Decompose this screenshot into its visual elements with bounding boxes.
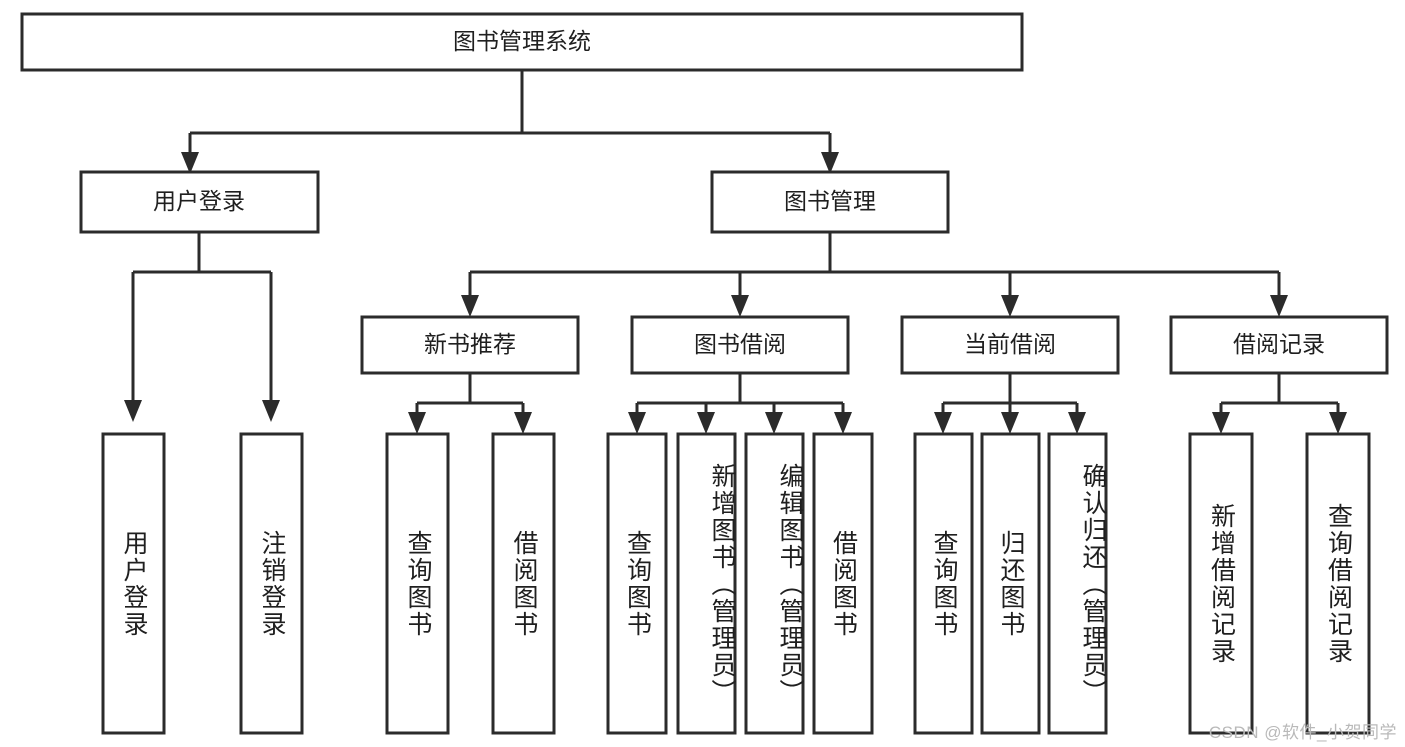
leaf-box[interactable] <box>1188 432 1254 735</box>
arrowhead-icon <box>834 412 852 434</box>
connector-root-to-level2 <box>181 70 839 174</box>
leaf-box[interactable] <box>744 432 805 735</box>
arrowhead-icon <box>1329 412 1347 434</box>
arrowhead-icon <box>697 412 715 434</box>
connector-borrowrecord-to-leaves <box>1212 373 1347 434</box>
connector-bookborrow-to-leaves <box>628 373 852 434</box>
arrowhead-icon <box>181 152 199 174</box>
leaf-box[interactable] <box>676 432 737 735</box>
leaf-box[interactable] <box>1305 432 1371 735</box>
leaf-boxes-borrow-record <box>1188 432 1371 735</box>
leaf-box[interactable] <box>491 432 556 735</box>
arrowhead-icon <box>765 412 783 434</box>
connector-currentborrow-to-leaves <box>934 373 1086 434</box>
node-current-borrow[interactable]: 当前借阅 <box>900 315 1120 375</box>
arrowhead-icon <box>1212 412 1230 434</box>
leaf-box[interactable] <box>239 432 304 735</box>
arrowhead-icon <box>514 412 532 434</box>
node-user-login-label: 用户登录 <box>153 188 245 214</box>
arrowhead-icon <box>1001 412 1019 434</box>
node-book-borrow[interactable]: 图书借阅 <box>630 315 850 375</box>
watermark: CSDN @软件_小贺同学 <box>1208 723 1397 742</box>
arrowhead-icon <box>1068 412 1086 434</box>
node-user-login[interactable]: 用户登录 <box>79 170 320 234</box>
arrowhead-icon <box>628 412 646 434</box>
arrowhead-icon <box>461 295 479 317</box>
arrowhead-icon <box>934 412 952 434</box>
arrowhead-icon <box>262 400 280 422</box>
leaf-box[interactable] <box>101 432 166 735</box>
node-new-book-recommend-label: 新书推荐 <box>424 331 516 357</box>
node-current-borrow-label: 当前借阅 <box>964 331 1056 357</box>
leaf-boxes-new-book-recommend <box>385 432 556 735</box>
arrowhead-icon <box>408 412 426 434</box>
node-new-book-recommend[interactable]: 新书推荐 <box>360 315 580 375</box>
node-borrow-record-label: 借阅记录 <box>1233 331 1325 357</box>
leaf-box[interactable] <box>606 432 668 735</box>
leaf-boxes-book-borrow <box>606 432 874 735</box>
leaf-box[interactable] <box>980 432 1041 735</box>
leaf-box[interactable] <box>385 432 450 735</box>
leaf-boxes-current-borrow <box>913 432 1108 735</box>
connector-userlogin-to-leaves <box>124 232 280 422</box>
arrowhead-icon <box>124 400 142 422</box>
node-book-management-label: 图书管理 <box>784 188 876 214</box>
arrowhead-icon <box>1270 295 1288 317</box>
leaf-box[interactable] <box>1047 432 1108 735</box>
node-root-label: 图书管理系统 <box>453 28 591 54</box>
node-root[interactable]: 图书管理系统 <box>20 12 1024 72</box>
connector-bookmgmt-to-level3 <box>461 232 1288 317</box>
arrowhead-icon <box>731 295 749 317</box>
connector-newbook-to-leaves <box>408 373 532 434</box>
arrowhead-icon <box>1001 295 1019 317</box>
node-book-management[interactable]: 图书管理 <box>710 170 950 234</box>
node-borrow-record[interactable]: 借阅记录 <box>1169 315 1389 375</box>
leaf-box[interactable] <box>913 432 974 735</box>
arrowhead-icon <box>821 152 839 174</box>
leaf-box[interactable] <box>812 432 874 735</box>
leaf-boxes-user-login <box>101 432 304 735</box>
node-book-borrow-label: 图书借阅 <box>694 331 786 357</box>
